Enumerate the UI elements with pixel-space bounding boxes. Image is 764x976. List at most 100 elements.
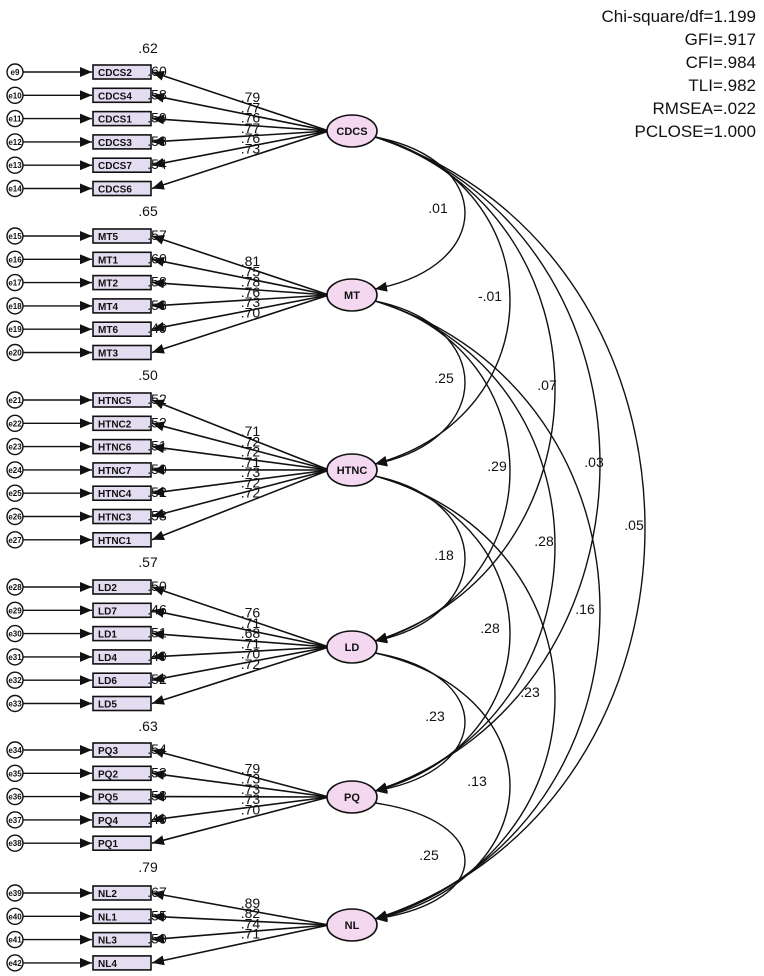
loading-value-label: .79 xyxy=(241,89,261,105)
loading-path-htnc2 xyxy=(151,421,330,471)
r-squared-label: .50 xyxy=(147,461,167,477)
indicator-box-htnc2 xyxy=(92,415,152,432)
r-squared-label: .52 xyxy=(147,671,167,687)
error-term-label: e28 xyxy=(8,583,22,592)
indicator-box-ld4 xyxy=(92,649,152,665)
r-squared-label: .51 xyxy=(147,438,167,454)
error-term-label: e11 xyxy=(9,115,22,124)
error-term-label: e19 xyxy=(8,325,22,334)
indicator-box-htnc3 xyxy=(92,508,152,525)
loading-value-label: .82 xyxy=(241,905,261,921)
indicator-box-cdcs7 xyxy=(92,157,152,173)
correlation-value-label: .28 xyxy=(480,620,500,636)
error-term-label: e21 xyxy=(8,396,22,405)
loading-path-htnc5 xyxy=(151,399,330,471)
loading-path-mt6 xyxy=(151,294,330,332)
error-term-label: e18 xyxy=(8,302,22,311)
loading-path-cdcs4 xyxy=(151,92,330,132)
indicator-label: HTNC6 xyxy=(98,443,132,454)
block-r-squared-label: .63 xyxy=(138,718,158,734)
correlation-path-ld-pq xyxy=(362,646,466,794)
indicator-label: LD5 xyxy=(98,700,117,711)
indicator-box-pq3 xyxy=(92,742,152,758)
indicator-label: NL2 xyxy=(98,889,117,900)
loading-value-label: .73 xyxy=(241,771,261,787)
r-squared-label: .60 xyxy=(147,63,167,79)
error-term-label: e14 xyxy=(8,185,22,194)
correlation-value-label: .07 xyxy=(537,377,557,393)
indicator-label: MT3 xyxy=(98,349,118,360)
indicator-label: LD1 xyxy=(98,630,117,641)
error-term-circle xyxy=(6,764,24,782)
error-term-label: e32 xyxy=(8,676,22,685)
loading-path-mt3 xyxy=(151,294,330,354)
loading-value-label: .72 xyxy=(241,474,261,490)
loading-value-label: .74 xyxy=(241,915,261,931)
fit-index-line: TLI=.982 xyxy=(688,76,756,95)
error-term-label: e12 xyxy=(8,138,22,147)
correlation-path-mt-pq xyxy=(362,292,556,793)
correlation-value-label: .29 xyxy=(487,458,507,474)
error-term-label: e23 xyxy=(8,443,22,452)
indicator-box-cdcs4 xyxy=(92,87,152,104)
indicator-label: CDCS3 xyxy=(98,138,132,149)
indicator-label: HTNC2 xyxy=(98,419,132,430)
loading-value-label: .73 xyxy=(241,294,261,310)
correlation-path-pq-nl xyxy=(362,796,466,923)
indicator-box-mt3 xyxy=(92,344,152,361)
indicator-label: PQ5 xyxy=(98,793,118,804)
indicator-box-nl4 xyxy=(92,955,152,971)
error-term-label: e13 xyxy=(8,161,22,170)
loading-value-label: .73 xyxy=(241,791,261,807)
indicator-box-htnc4 xyxy=(92,485,152,502)
loading-path-htnc1 xyxy=(151,469,330,541)
indicator-box-htnc7 xyxy=(92,462,152,478)
block-r-squared-label: .50 xyxy=(138,367,158,383)
indicator-box-nl2 xyxy=(92,885,152,901)
r-squared-label: .55 xyxy=(147,907,167,923)
latent-label: LD xyxy=(345,642,360,654)
indicator-box-mt6 xyxy=(92,321,152,338)
error-term-label: e29 xyxy=(8,606,22,615)
error-term-label: e20 xyxy=(8,349,22,358)
indicator-box-pq1 xyxy=(92,835,152,852)
correlation-path-cdcs-nl xyxy=(362,128,646,921)
loading-path-mt5 xyxy=(151,235,330,296)
loading-path-mt2 xyxy=(151,278,330,296)
loading-value-label: .79 xyxy=(241,760,261,776)
error-term-circle xyxy=(6,741,24,759)
paths-layer xyxy=(23,67,646,968)
latent-ellipse-ld xyxy=(326,630,378,664)
loading-path-ld2 xyxy=(151,586,330,648)
error-term-label: e37 xyxy=(8,816,22,825)
r-squared-label: .50 xyxy=(147,931,167,947)
correlation-path-htnc-nl xyxy=(362,467,556,921)
r-squared-label: .53 xyxy=(147,297,167,313)
loading-path-nl2 xyxy=(151,890,330,926)
block-r-squared-label: .79 xyxy=(138,859,158,875)
r-squared-label: .49 xyxy=(147,320,167,336)
loading-path-cdcs6 xyxy=(151,130,330,190)
latent-ellipse-nl xyxy=(326,908,378,942)
fit-indices-panel: Chi-square/df=1.199GFI=.917CFI=.984TLI=.… xyxy=(601,7,756,141)
fit-index-line: RMSEA=.022 xyxy=(653,99,756,118)
r-squared-label: .59 xyxy=(147,110,167,126)
loading-value-label: .76 xyxy=(241,130,261,146)
indicator-box-pq4 xyxy=(92,812,152,828)
r-squared-label: .52 xyxy=(147,484,167,500)
error-term-circle xyxy=(6,578,24,596)
fit-index-line: CFI=.984 xyxy=(686,53,756,72)
loading-path-htnc3 xyxy=(151,469,330,519)
loading-value-label: .77 xyxy=(241,99,261,115)
correlation-path-cdcs-pq xyxy=(362,128,601,793)
latent-label: MT xyxy=(344,290,360,302)
indicator-box-mt2 xyxy=(92,274,152,291)
error-term-label: e35 xyxy=(8,769,22,778)
correlation-path-cdcs-ld xyxy=(362,128,556,643)
error-term-circle xyxy=(6,63,24,81)
indicator-box-cdcs1 xyxy=(92,110,152,127)
loading-path-cdcs2 xyxy=(151,71,330,132)
error-term-label: e26 xyxy=(8,513,22,522)
indicator-box-htnc1 xyxy=(92,531,152,548)
